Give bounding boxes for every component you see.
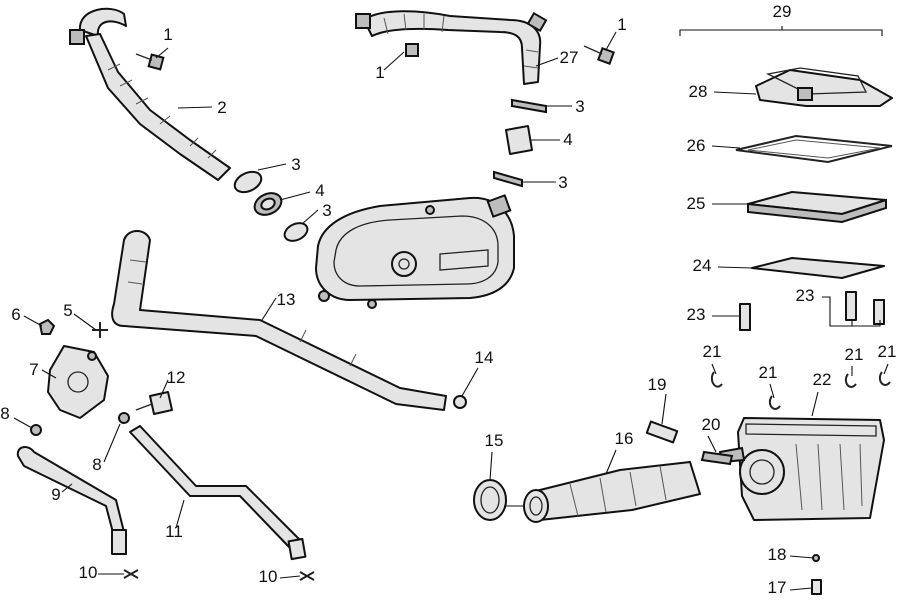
- callout-5: 5: [63, 301, 72, 320]
- callout-14: 14: [475, 348, 494, 367]
- intake-duct-part-16: [523, 461, 701, 523]
- tube-part-11: [129, 425, 307, 561]
- clamps-part-10: [123, 569, 315, 581]
- callout-29: 29: [773, 2, 792, 21]
- bracket-part-7: [47, 345, 109, 419]
- clip-part-5: [92, 322, 108, 338]
- pins-part-23: [739, 291, 885, 331]
- callout-26: 26: [687, 136, 706, 155]
- callout-18: 18: [768, 545, 787, 564]
- callout-25: 25: [687, 194, 706, 213]
- callout-16: 16: [615, 429, 634, 448]
- leader-lines: [13, 26, 889, 591]
- screw-part-1-upper-mid: [405, 43, 419, 57]
- callout-20: 20: [702, 415, 721, 434]
- nut-part-6: [38, 318, 56, 335]
- callout-4-a: 4: [315, 181, 324, 200]
- small-clamp-parts-upper: [493, 98, 547, 188]
- screw-part-1-upper-right: [583, 45, 615, 65]
- sensor-part-20: [700, 450, 734, 466]
- callout-27: 27: [560, 48, 579, 67]
- airbox-body-part-22: [718, 417, 885, 521]
- screw-part-1-left: [135, 53, 165, 71]
- callout-8-mid: 8: [92, 455, 101, 474]
- callout-1-right: 1: [617, 15, 626, 34]
- clips-part-21: [710, 371, 891, 410]
- foam-sheet-part-24: [751, 257, 885, 279]
- callout-24: 24: [693, 256, 712, 275]
- callout-3-d: 3: [558, 173, 567, 192]
- callout-13: 13: [277, 290, 296, 309]
- airbox-lid-part-28: [755, 67, 893, 107]
- filter-element-part-25: [747, 191, 887, 224]
- callout-21-a: 21: [703, 342, 722, 361]
- tube-part-9: [16, 446, 127, 555]
- callout-17: 17: [768, 578, 787, 597]
- callout-23-a: 23: [796, 286, 815, 305]
- callout-28: 28: [689, 82, 708, 101]
- callout-2: 2: [217, 98, 226, 117]
- outlet-hose-part-27: [355, 10, 548, 85]
- callout-1-left: 1: [163, 25, 172, 44]
- fitting-part-19: [645, 420, 679, 444]
- callout-10-right: 10: [259, 567, 278, 586]
- intake-hose-upper: [69, 7, 231, 181]
- callout-7: 7: [29, 360, 38, 379]
- callout-11: 11: [165, 522, 183, 541]
- bolt-part-12: [135, 391, 173, 415]
- callout-6: 6: [11, 305, 20, 324]
- callout-21-d: 21: [878, 342, 897, 361]
- drain-tube-part-13: [111, 230, 447, 411]
- cvt-cover-housing: [315, 194, 515, 309]
- callout-23-b: 23: [687, 305, 706, 324]
- callout-3-c: 3: [575, 97, 584, 116]
- callout-8-left: 8: [0, 404, 9, 423]
- callout-21-b: 21: [759, 363, 778, 382]
- callout-10-left: 10: [79, 563, 98, 582]
- hose-clamps-and-coupler: [233, 170, 309, 242]
- callout-12: 12: [167, 368, 186, 387]
- callout-3-a: 3: [291, 155, 300, 174]
- small-parts-17-18: [811, 554, 822, 595]
- callout-3-b: 3: [322, 201, 331, 220]
- callout-19: 19: [648, 375, 667, 394]
- clamp-part-15: [473, 479, 507, 521]
- gasket-part-26: [735, 134, 893, 164]
- clips-part-8: [30, 412, 130, 436]
- fitting-part-14: [453, 395, 467, 409]
- callout-1-mid: 1: [375, 63, 384, 82]
- callout-4-b: 4: [563, 130, 572, 149]
- callout-15: 15: [485, 431, 504, 450]
- callout-9: 9: [51, 485, 60, 504]
- callout-21-c: 21: [845, 345, 864, 364]
- callout-22: 22: [813, 370, 832, 389]
